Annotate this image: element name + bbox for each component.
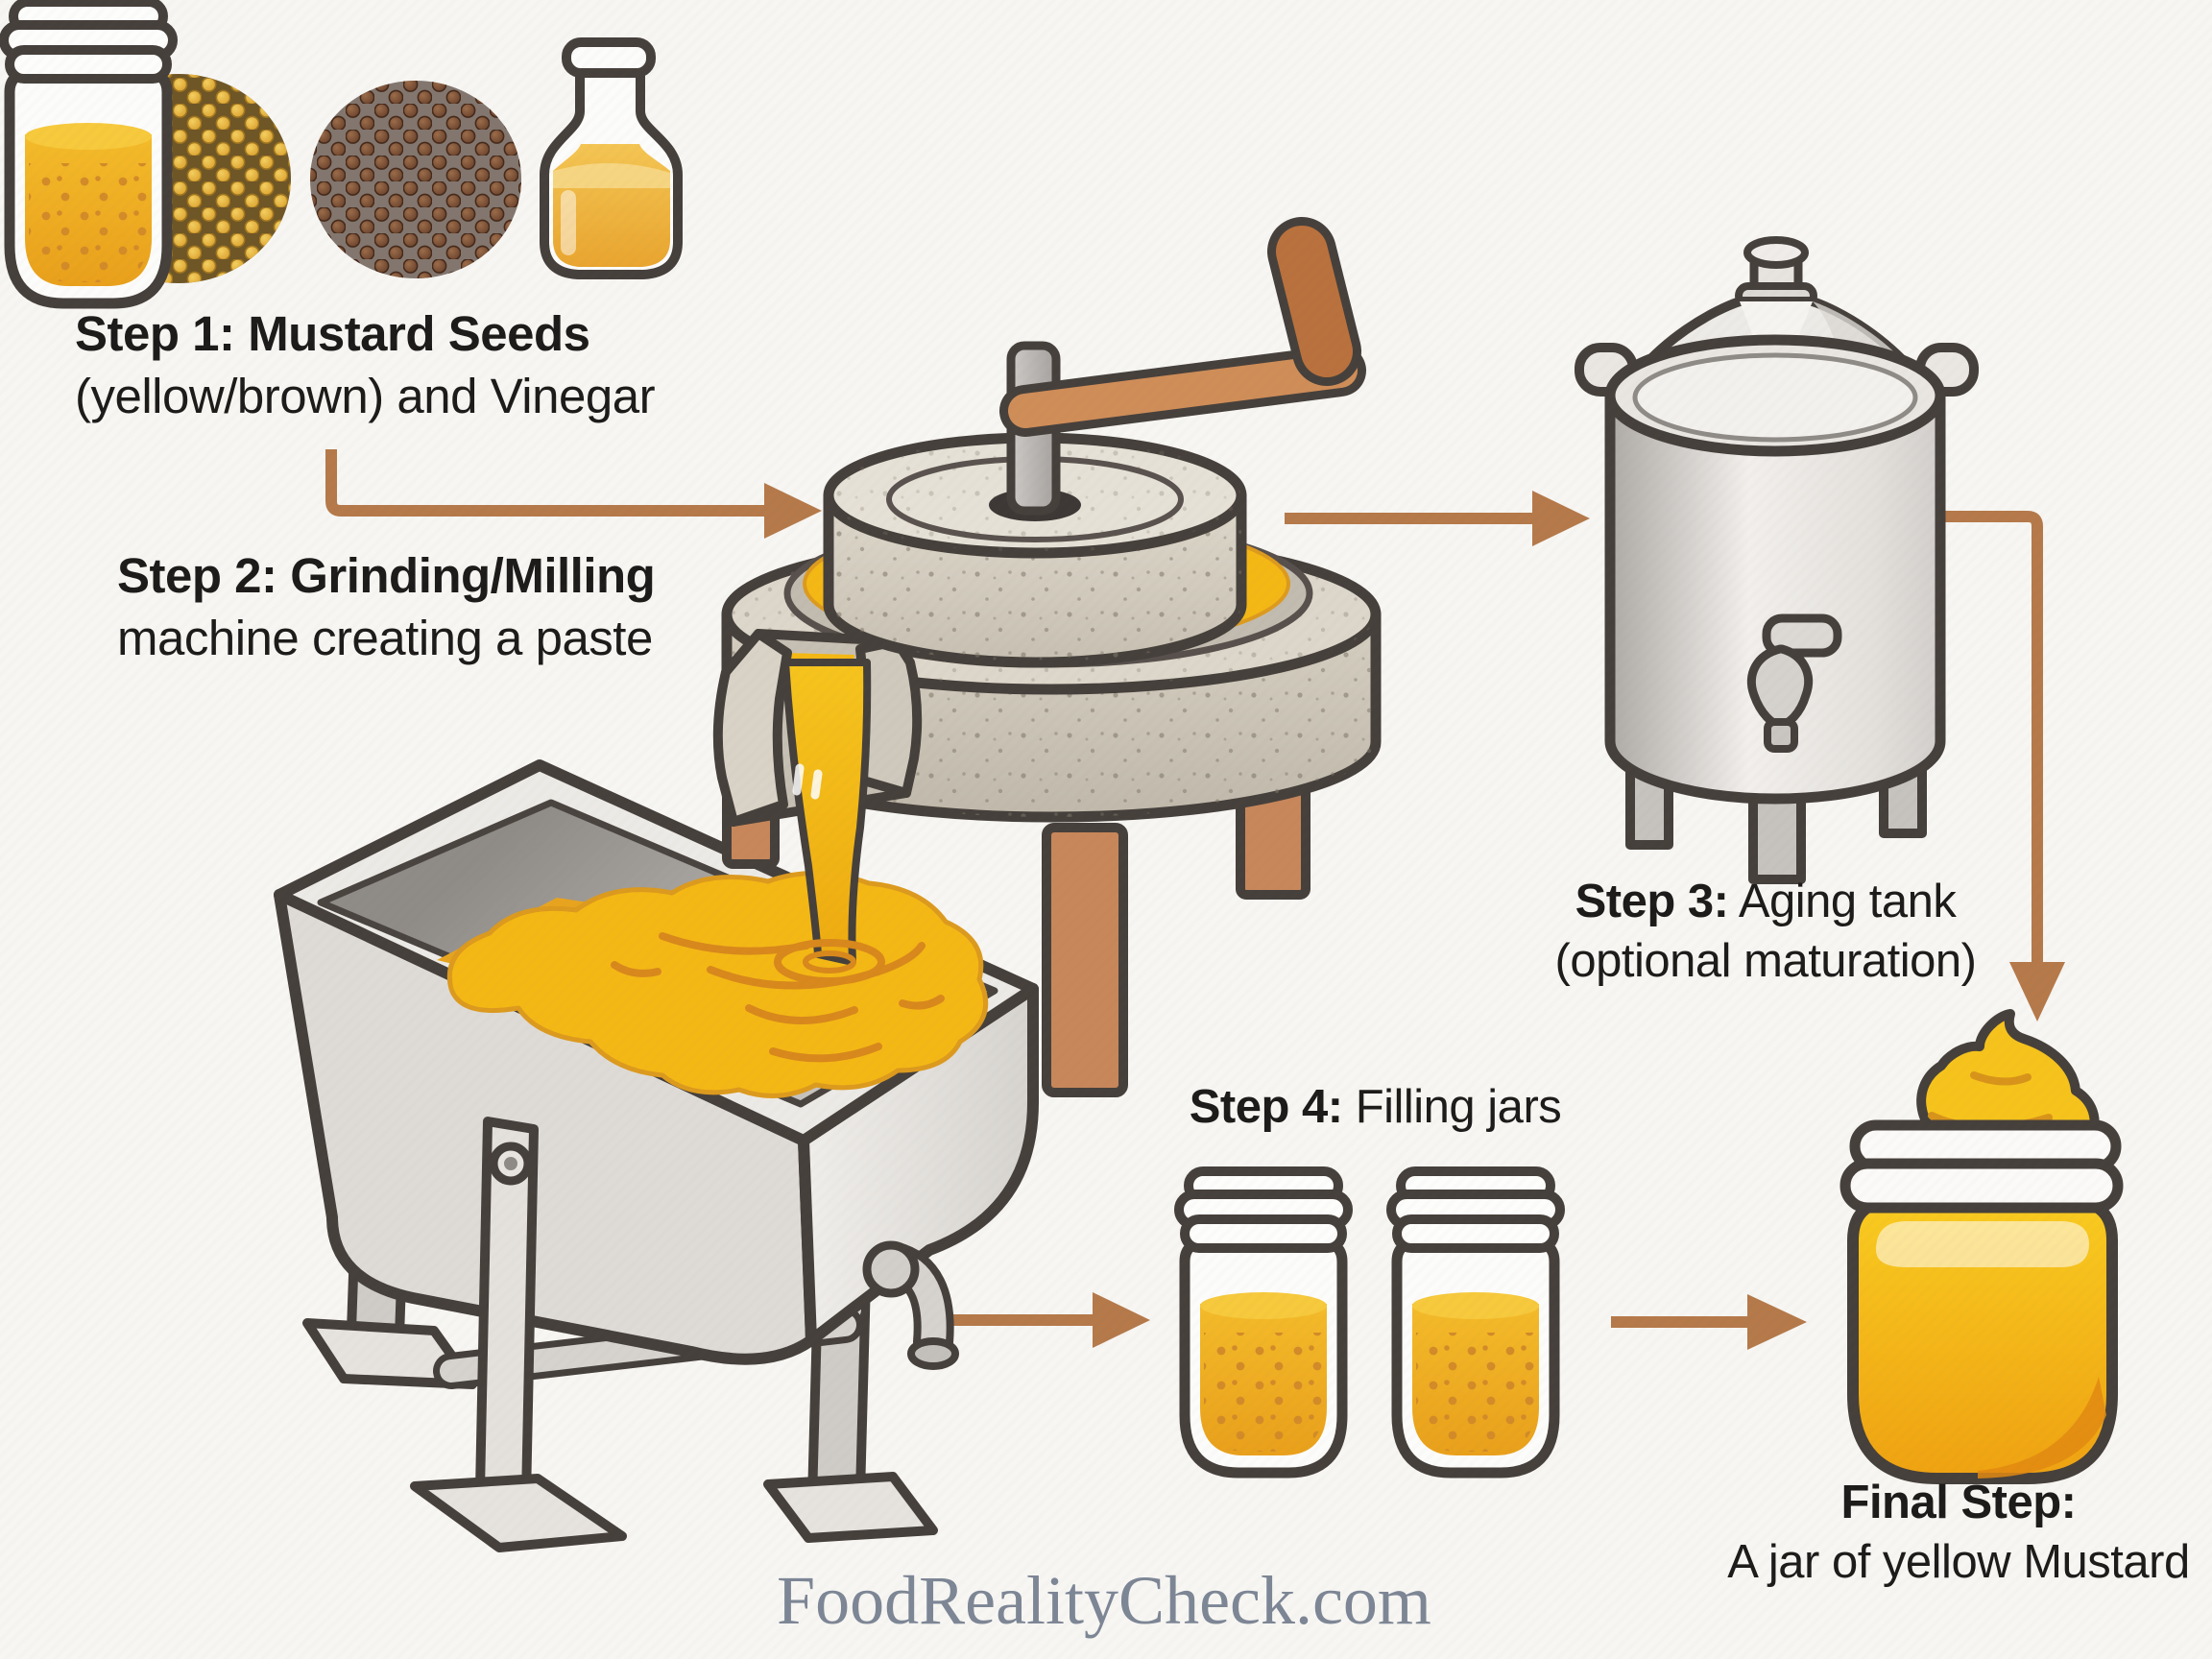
final-step-title: Final Step:: [1840, 1477, 2077, 1528]
step3-subtitle: (optional maturation): [1554, 935, 1977, 988]
step2-title: Step 2: Grinding/Milling: [117, 548, 656, 603]
site-watermark: FoodRealityCheck.com: [777, 1562, 1431, 1639]
trough-right-face: [798, 983, 1039, 1346]
tank-spigot: [1746, 613, 1842, 753]
step2-label: Step 2: Grinding/Milling machine creatin…: [117, 545, 656, 670]
arrow-tank-to-final-jar: [1937, 511, 2065, 1022]
step1-subtitle: (yellow/brown) and Vinegar: [75, 368, 656, 423]
final-jar-rim-lower: [1839, 1158, 2124, 1214]
grinding-mill-illustration: [712, 217, 1382, 1097]
step4-title: Step 4: Filling jars: [1189, 1081, 1562, 1133]
seeds-brown-icon: [310, 81, 521, 278]
final-mustard-jar-icon: [1839, 1009, 2124, 1484]
step2-subtitle: machine creating a paste: [117, 610, 653, 665]
trough-faucet: [862, 1240, 959, 1370]
step3-label: Step 3: Aging tank (optional maturation): [1494, 872, 2037, 991]
mill-crank-handle: [999, 217, 1366, 437]
vinegar-bottle-icon: [540, 37, 683, 279]
final-step-label: Final Step: A jar of yellow Mustard: [1690, 1473, 2212, 1592]
arrow-jars-to-final-jar: [1611, 1294, 1807, 1350]
arrow-mill-to-tank: [1285, 491, 1590, 546]
final-step-subtitle: A jar of yellow Mustard: [1727, 1536, 2190, 1589]
aging-tank-illustration: [1575, 236, 1979, 884]
step4-label: Step 4: Filling jars: [1133, 1077, 1618, 1137]
step1-label: Step 1: Mustard Seeds (yellow/brown) and…: [75, 303, 656, 428]
mixing-trough-illustration: [274, 759, 1039, 1552]
step1-title: Step 1: Mustard Seeds: [75, 306, 590, 361]
arrow-trough-to-jars: [925, 1292, 1150, 1348]
trough-front-leg: [410, 1117, 627, 1552]
paste-stream: [774, 659, 885, 985]
arrow-step1-to-mill: [325, 449, 822, 539]
mason-jar-icon: [0, 0, 178, 309]
step3-title: Step 3: Aging tank: [1575, 876, 1957, 927]
trough-left-face: [274, 889, 817, 1365]
tank-body: [1604, 390, 1946, 805]
